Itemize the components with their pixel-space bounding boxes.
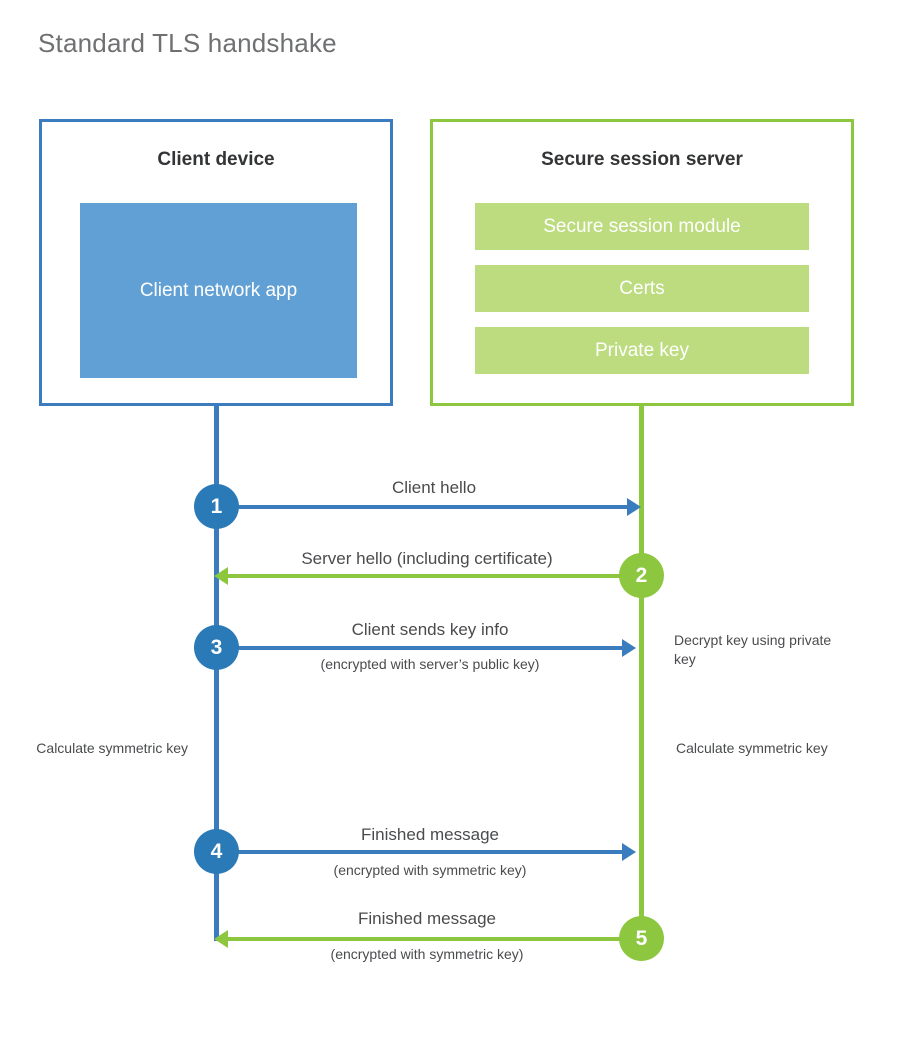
- step-3-arrow-head-icon: [622, 639, 636, 657]
- step-5-sublabel: (encrypted with symmetric key): [330, 946, 524, 962]
- note-server-decrypt: Decrypt key using private key: [674, 632, 832, 667]
- step-4-sublabel: (encrypted with symmetric key): [333, 862, 527, 878]
- step-3-marker[interactable]: 3: [194, 625, 239, 670]
- client-network-app-block: Client network app: [80, 203, 357, 378]
- note-client-calculate-symmetric-key: Calculate symmetric key: [36, 740, 188, 756]
- client-device-title: Client device: [157, 149, 275, 170]
- note-server-calculate-symmetric-key: Calculate symmetric key: [676, 740, 828, 756]
- server-lifeline: [639, 404, 644, 939]
- step-2-arrow-line: [226, 574, 639, 578]
- step-4-arrow-head-icon: [622, 843, 636, 861]
- step-1-marker[interactable]: 1: [194, 484, 239, 529]
- secure-session-server-box: Secure session server Secure session mod…: [430, 119, 854, 406]
- step-2-label: Server hello (including certificate): [301, 549, 553, 568]
- server-module-private-key: Private key: [475, 327, 809, 374]
- step-2-marker[interactable]: 2: [619, 553, 664, 598]
- step-5-label: Finished message: [358, 909, 496, 928]
- step-1-arrow-line: [216, 505, 627, 509]
- client-lifeline: [214, 404, 219, 941]
- page-title: Standard TLS handshake: [38, 28, 337, 58]
- step-1-arrow-head-icon: [627, 498, 641, 516]
- step-1-label: Client hello: [391, 478, 477, 497]
- step-4-marker[interactable]: 4: [194, 829, 239, 874]
- client-device-box: Client device Client network app: [39, 119, 393, 406]
- server-module-certs: Certs: [475, 265, 809, 312]
- step-5-arrow-head-icon: [214, 930, 228, 948]
- step-3-sublabel: (encrypted with server’s public key): [320, 656, 540, 672]
- step-4-label: Finished message: [361, 825, 499, 844]
- step-5-arrow-line: [226, 937, 639, 941]
- server-module-secure-session-module: Secure session module: [475, 203, 809, 250]
- secure-session-server-title: Secure session server: [541, 149, 743, 170]
- step-3-arrow-line: [216, 646, 622, 650]
- step-5-marker[interactable]: 5: [619, 916, 664, 961]
- step-3-label: Client sends key info: [351, 620, 509, 639]
- step-2-arrow-head-icon: [214, 567, 228, 585]
- step-4-arrow-line: [216, 850, 622, 854]
